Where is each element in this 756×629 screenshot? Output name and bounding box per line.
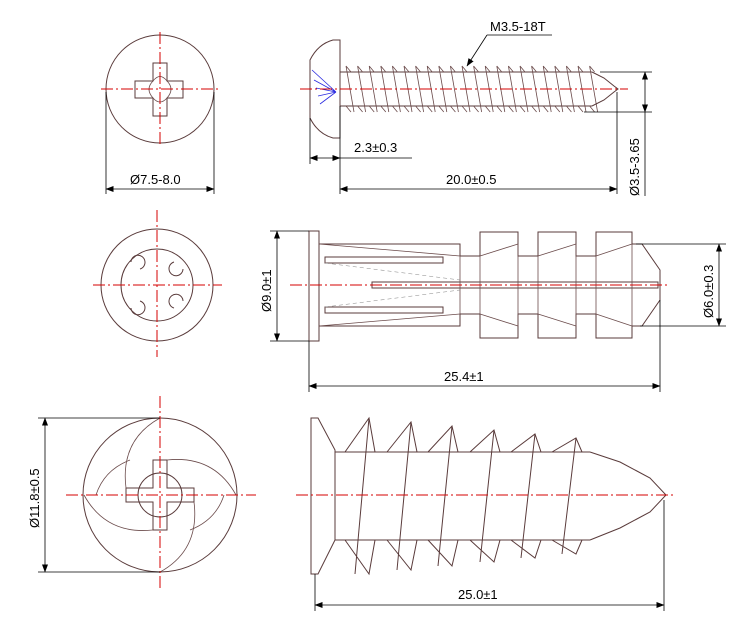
anchor-tip-diameter-label: Ø6.0±0.3 xyxy=(701,265,716,318)
self-drill-anchor-length-label: 25.0±1 xyxy=(458,587,498,602)
self-drill-anchor-side-view xyxy=(296,416,676,576)
screw-head-height-dimension: 2.3±0.3 xyxy=(309,106,412,194)
screw-length-label: 20.0±0.5 xyxy=(446,172,497,187)
anchor-thread-flight xyxy=(344,416,376,576)
self-drill-anchor-length-dimension: 25.0±1 xyxy=(314,500,665,611)
screw-head-diameter-label: Ø7.5-8.0 xyxy=(130,172,181,187)
anchor-end-view xyxy=(93,210,222,357)
self-drill-anchor-head-diameter-label: Ø11.8±0.5 xyxy=(27,468,42,528)
screw-side-view xyxy=(300,39,628,139)
screw-thread-spec-callout: M3.5-18T xyxy=(466,19,552,67)
anchor-thread-flight xyxy=(469,429,501,563)
screw-thread-crest xyxy=(415,65,424,113)
screw-thread-spec-label: M3.5-18T xyxy=(490,19,546,34)
anchor-flange-diameter-dimension: Ø9.0±1 xyxy=(259,230,309,342)
screw-thread-diameter-label: Ø3.5-3.65 xyxy=(627,138,642,196)
screw-top-view xyxy=(101,32,220,146)
screw-thread-diameter-dimension: Ø3.5-3.65 xyxy=(584,71,652,196)
self-drill-anchor-head-diameter-dimension: Ø11.8±0.5 xyxy=(27,417,160,573)
screw-thread-crest xyxy=(450,65,459,113)
screw-thread-crest xyxy=(554,65,564,113)
anchor-thread-flight xyxy=(427,424,459,568)
anchor-thread-flight xyxy=(386,420,418,572)
anchor-flange-diameter-label: Ø9.0±1 xyxy=(259,269,274,312)
screw-head-diameter-dimension: Ø7.5-8.0 xyxy=(105,92,215,194)
anchor-thread-flight xyxy=(551,437,583,555)
screw-thread-crest xyxy=(473,65,482,113)
anchor-side-view xyxy=(290,230,670,342)
screw-thread-crest xyxy=(508,65,517,113)
anchor-length-label: 25.4±1 xyxy=(444,369,484,384)
screw-head-height-label: 2.3±0.3 xyxy=(354,140,397,155)
anchor-thread-flight xyxy=(510,433,542,559)
anchor-tip-diameter-dimension: Ø6.0±0.3 xyxy=(636,243,726,327)
screw-thread-crest xyxy=(368,65,378,113)
self-drill-anchor-top-view xyxy=(66,396,256,590)
anchor-length-dimension: 25.4±1 xyxy=(308,300,661,392)
screw-length-dimension: 20.0±0.5 xyxy=(339,92,618,194)
